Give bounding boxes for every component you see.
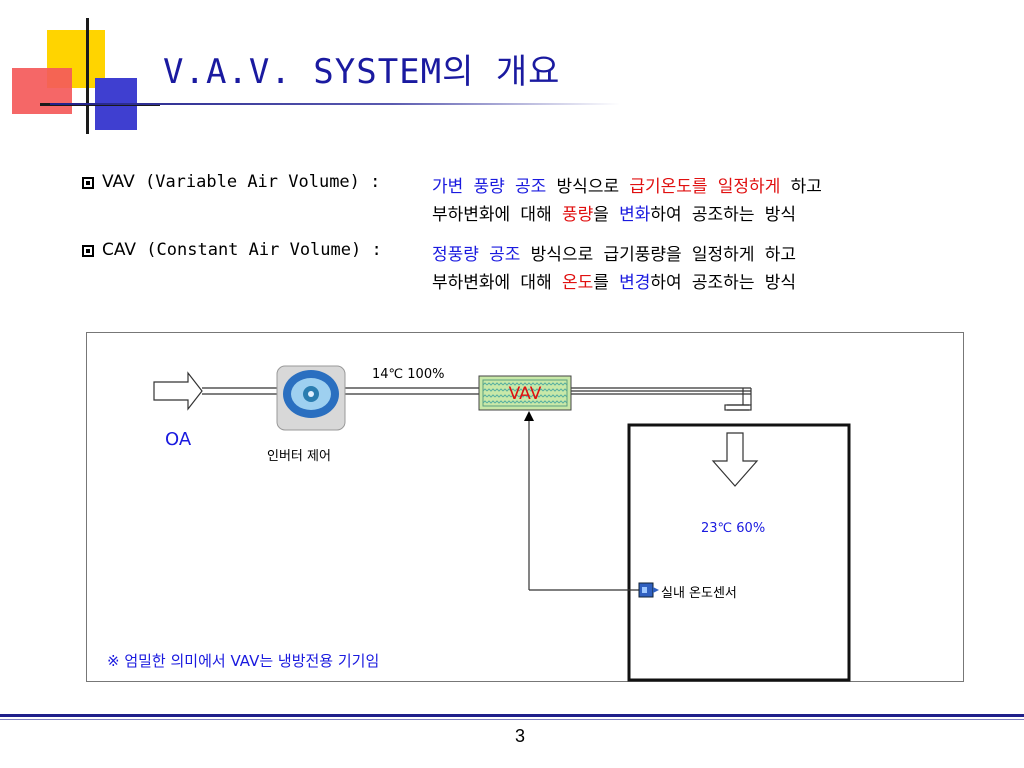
footer-rule — [0, 714, 1024, 717]
supply-condition-label: 14℃ 100% — [372, 367, 445, 382]
slide-title: V.A.V. SYSTEM의 개요 — [163, 52, 561, 92]
text-segment: 부하변화에 대해 — [432, 205, 562, 225]
vav-label: VAV — [508, 384, 542, 404]
room-sensor-icon — [638, 582, 659, 598]
footer-rule-thin — [0, 719, 1024, 720]
text-segment: 하여 공조하는 방식 — [650, 273, 796, 293]
sensor-label: 실내 온도센서 — [661, 586, 737, 601]
term-vav-full: (Variable Air Volume) : — [144, 172, 381, 192]
text-segment: 풍량 — [561, 205, 594, 225]
vav-description-line2: 부하변화에 대해 풍량을 변화하여 공조하는 방식 — [432, 200, 796, 225]
vav-box-icon — [478, 375, 572, 411]
text-segment: 변경 — [619, 273, 651, 293]
cav-definition: CAV (Constant Air Volume) : — [82, 240, 382, 260]
duct — [202, 387, 752, 405]
text-segment: 하여 공조하는 방식 — [650, 205, 796, 225]
term-vav: VAV — [102, 172, 135, 192]
bullet-square-icon — [82, 177, 94, 189]
term-cav: CAV — [102, 240, 137, 260]
text-segment: 부하변화에 대해 — [432, 273, 562, 293]
text-segment: 을 — [593, 205, 620, 225]
room-condition-label: 23℃ 60% — [701, 521, 766, 536]
diagram-note: ※ 엄밀한 의미에서 VAV는 냉방전용 기기임 — [107, 652, 380, 670]
cav-description-line2: 부하변화에 대해 온도를 변경하여 공조하는 방식 — [432, 268, 796, 293]
vav-definition: VAV (Variable Air Volume) : — [82, 172, 380, 192]
text-segment: 급기온도를 일정하게 — [629, 177, 781, 197]
oa-label: OA — [165, 429, 192, 450]
vav-description-line1: 가변 풍량 공조 방식으로 급기온도를 일정하게 하고 — [432, 172, 822, 197]
page-number: 3 — [514, 726, 525, 746]
supply-down-arrow-icon — [711, 432, 759, 487]
text-segment: 변화 — [619, 205, 651, 225]
decor-vertical-line — [86, 18, 89, 134]
cav-description-line1: 정풍량 공조 방식으로 급기풍량을 일정하게 하고 — [432, 240, 796, 265]
diagram-drawing — [153, 365, 851, 682]
diffuser-icon — [724, 404, 752, 411]
text-segment: 정풍량 공조 — [432, 245, 521, 265]
bullet-square-icon — [82, 245, 94, 257]
text-segment: 를 — [593, 273, 620, 293]
vav-system-diagram: 14℃ 100% VAV OA 인버터 제어 23℃ 60% 실내 온도센서 ※… — [86, 332, 964, 682]
text-segment: 가변 풍량 공조 — [432, 177, 547, 197]
feedback-arrowhead-icon — [524, 411, 534, 421]
fan-icon — [276, 365, 346, 431]
text-segment: 방식으로 — [546, 177, 630, 197]
fan-label: 인버터 제어 — [267, 449, 331, 464]
text-segment: 하고 — [780, 177, 822, 197]
term-cav-full: (Constant Air Volume) : — [146, 240, 382, 260]
oa-arrow-icon — [153, 371, 203, 411]
text-segment: 온도 — [561, 273, 594, 293]
title-underline — [50, 103, 620, 105]
feedback-signal-line — [528, 417, 641, 591]
decor-square-red — [12, 68, 72, 114]
text-segment: 방식으로 급기풍량을 일정하게 하고 — [520, 245, 796, 265]
